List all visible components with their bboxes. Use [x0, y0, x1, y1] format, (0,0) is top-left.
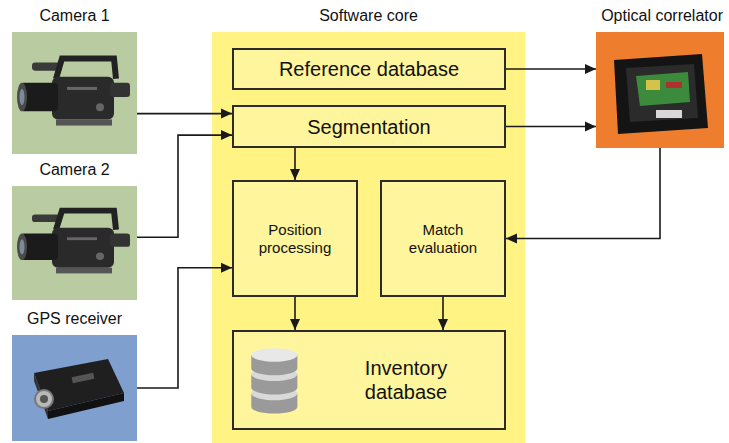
- camera-panel: Camera 2: [12, 186, 137, 300]
- process-box: Match evaluation: [380, 180, 506, 297]
- process-box: Segmentation: [232, 105, 506, 148]
- box-label: Inventory database: [314, 356, 498, 404]
- gps-receiver-picture: [12, 335, 137, 441]
- box-label: Segmentation: [301, 115, 436, 139]
- node-heading: Camera 1: [39, 7, 109, 25]
- flow-arrow: [506, 148, 660, 239]
- optical-correlator-picture: [596, 32, 724, 148]
- camera-panel: Camera 1: [12, 32, 137, 154]
- node-heading: Software core: [319, 7, 418, 25]
- process-box: Reference database: [232, 48, 506, 90]
- node-heading: GPS receiver: [27, 310, 122, 328]
- box-label: Position processing: [237, 221, 353, 257]
- software-core-band: Software coreReference databaseSegmentat…: [212, 32, 525, 443]
- camcorder-picture: [12, 186, 137, 300]
- node-heading: Optical correlator: [601, 7, 723, 25]
- camcorder-picture: [12, 32, 137, 154]
- process-box: Position processing: [232, 180, 358, 297]
- gps-panel: GPS receiver: [12, 335, 137, 441]
- box-label: Reference database: [273, 57, 465, 81]
- database-box: Inventory database: [232, 330, 506, 430]
- correlator-panel: Optical correlator: [596, 32, 724, 148]
- node-heading: Camera 2: [39, 161, 109, 179]
- database-icon: [234, 332, 504, 428]
- box-label: Match evaluation: [385, 221, 501, 257]
